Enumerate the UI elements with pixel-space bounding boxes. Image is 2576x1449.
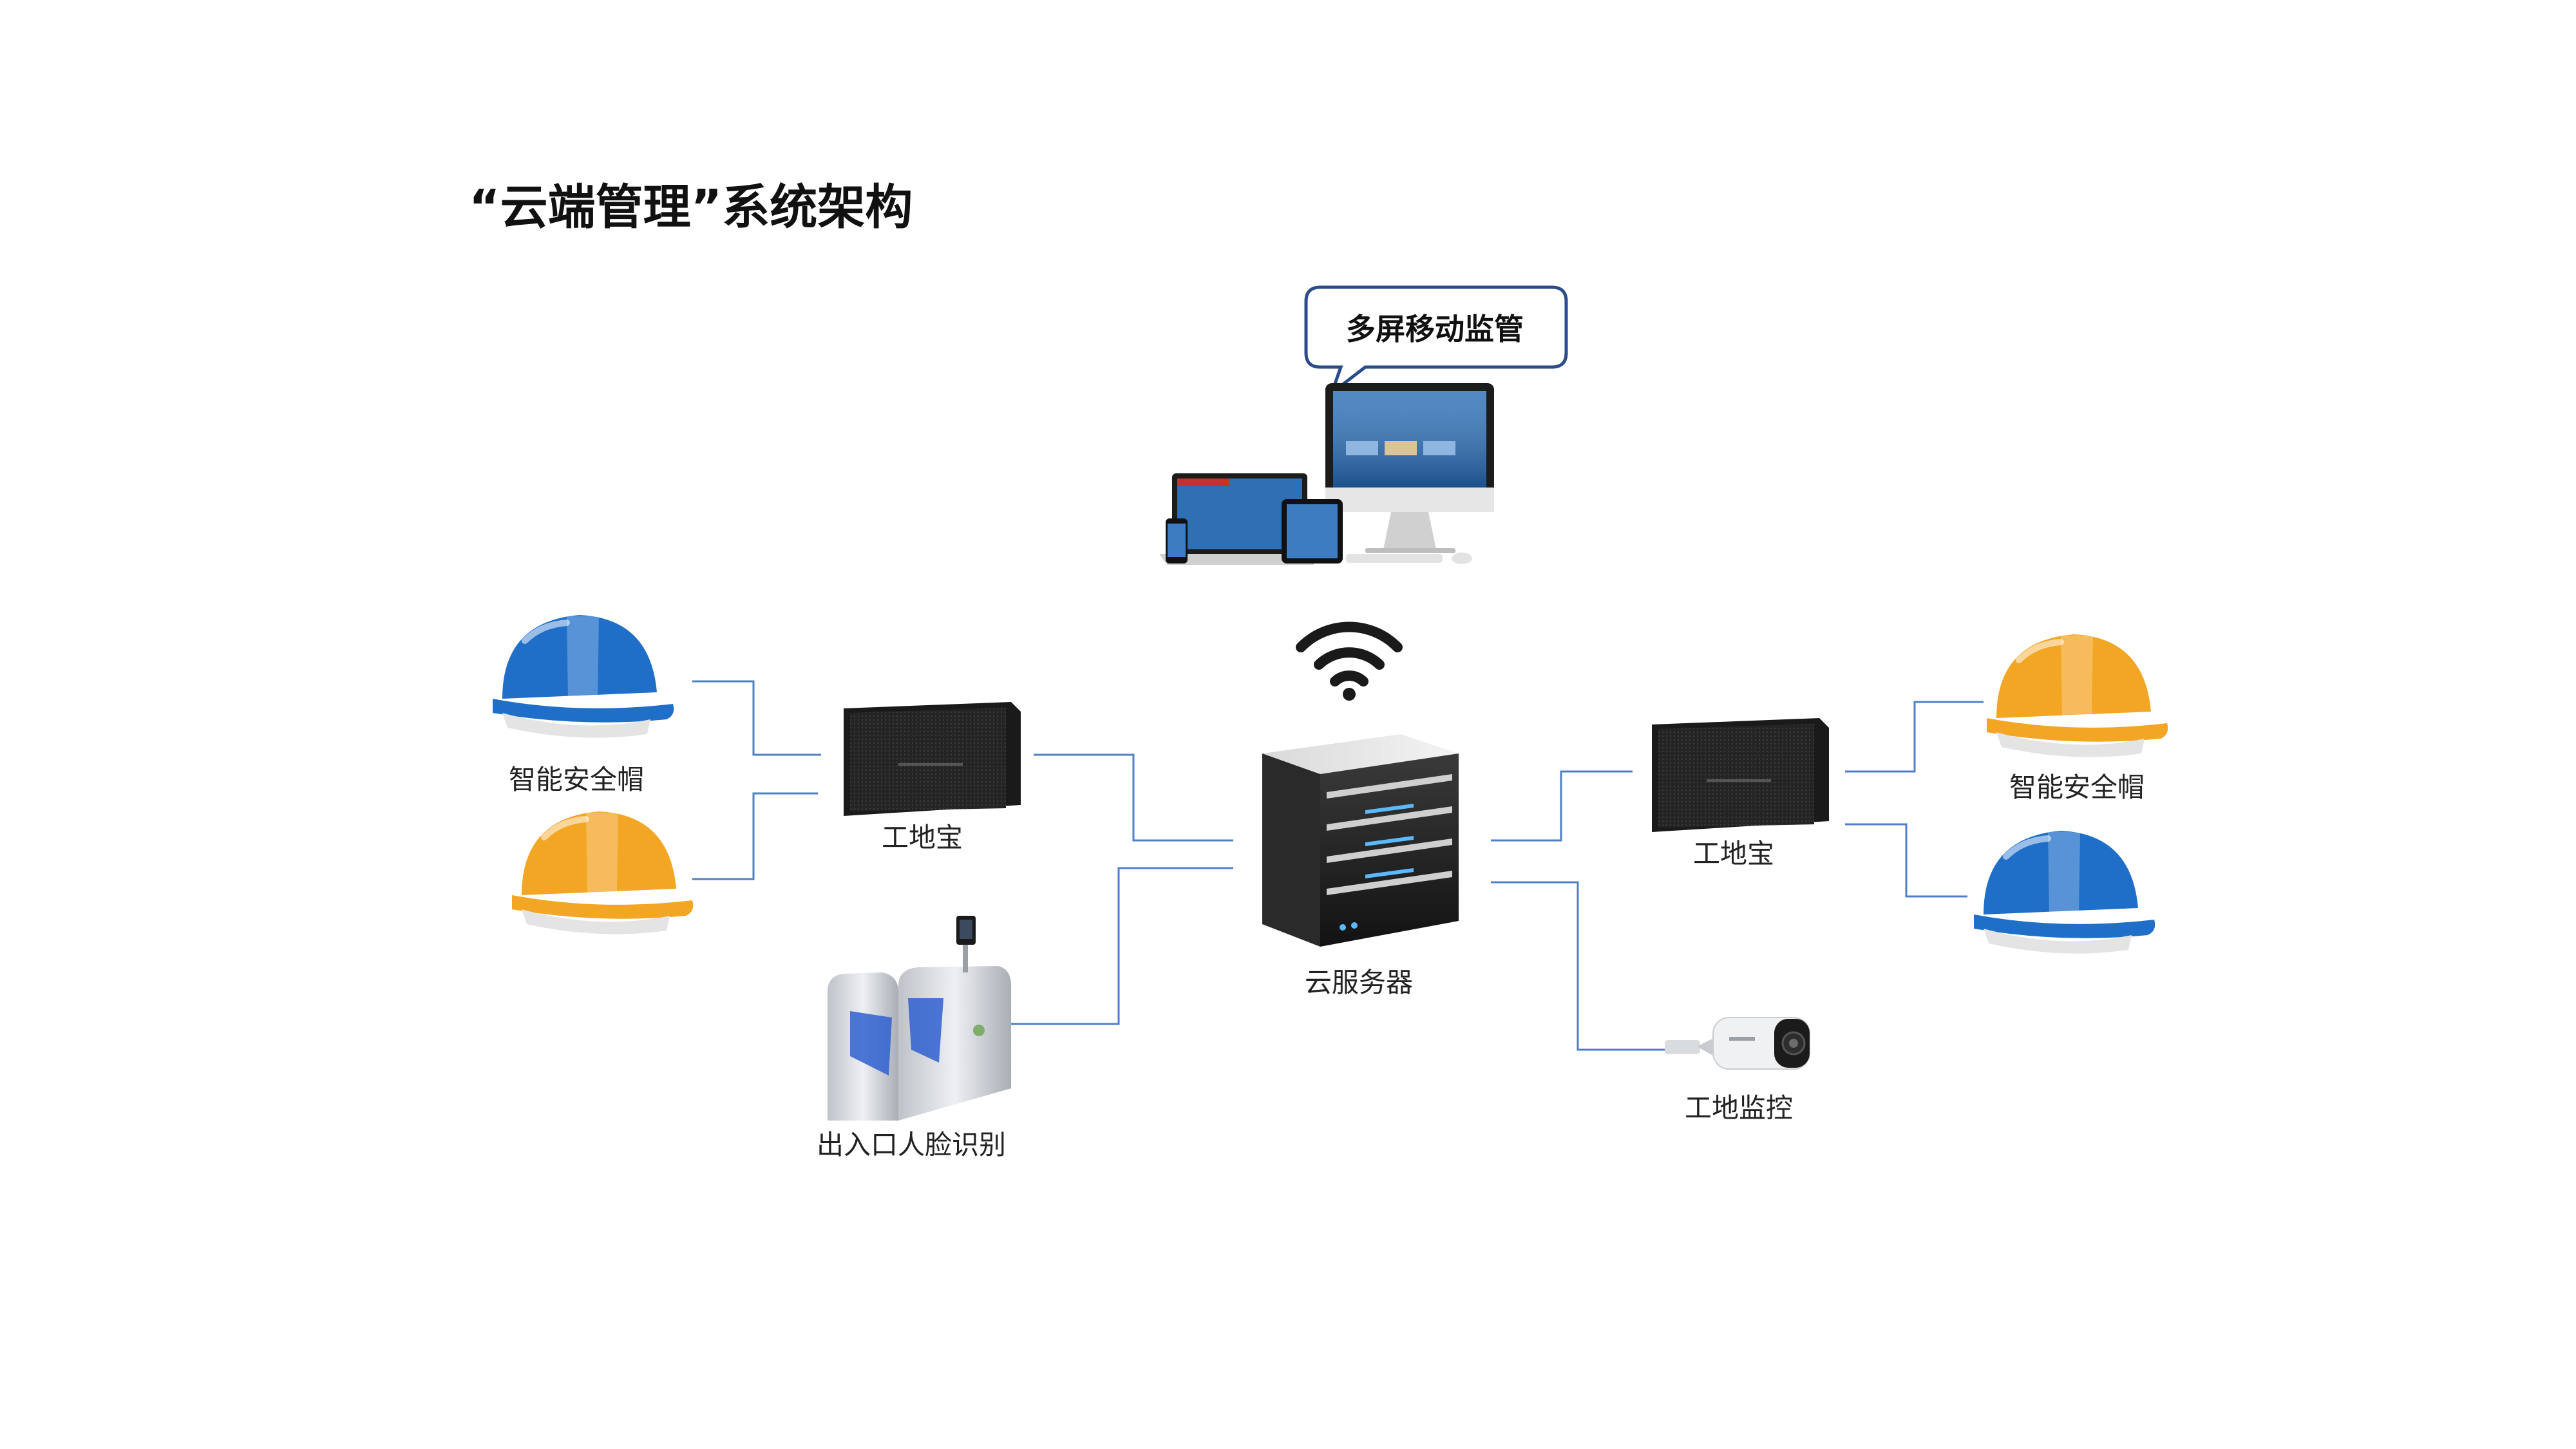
connector-gateway-right-helmet-bottom: [1845, 823, 1967, 898]
label-camera: 工地监控: [1684, 1092, 1794, 1124]
connector-server-camera: [1491, 881, 1668, 1051]
connector-gateway-left-server: [1034, 753, 1233, 842]
connector-gateway-right-helmet-top: [1845, 701, 1984, 773]
connector-helmet-top-left: [692, 680, 821, 756]
hard-hat-blue-left-icon: [489, 602, 683, 750]
page-title: “云端管理”系统架构: [469, 180, 913, 235]
wifi-icon: [1296, 621, 1403, 701]
multi-screen-devices-icon: [1159, 383, 1494, 565]
label-gateway-left: 工地宝: [881, 822, 963, 853]
hard-hat-orange-right-icon: [1984, 621, 2177, 770]
gateway-box-left-icon: [844, 702, 1021, 816]
connector-server-gateway-right: [1491, 770, 1633, 842]
hard-hat-blue-right-icon: [1971, 818, 2164, 966]
callout-bubble: [1304, 285, 1568, 398]
bullet-camera-icon: [1665, 1017, 1810, 1070]
face-recognition-turnstile-icon: [828, 916, 1011, 1121]
connector-facegate-server: [1001, 867, 1233, 1025]
hard-hat-orange-left-icon: [509, 799, 702, 947]
callout-text: 多屏移动监管: [1346, 312, 1524, 346]
label-face-gate: 出入口人脸识别: [816, 1129, 1007, 1160]
server-icon: [1262, 734, 1459, 947]
label-helmet-left: 智能安全帽: [508, 764, 645, 795]
label-gateway-right: 工地宝: [1692, 838, 1775, 869]
gateway-box-right-icon: [1652, 718, 1829, 832]
label-server: 云服务器: [1304, 967, 1414, 998]
connector-helmet-bottom-left: [692, 792, 818, 880]
label-helmet-right: 智能安全帽: [2009, 772, 2145, 803]
